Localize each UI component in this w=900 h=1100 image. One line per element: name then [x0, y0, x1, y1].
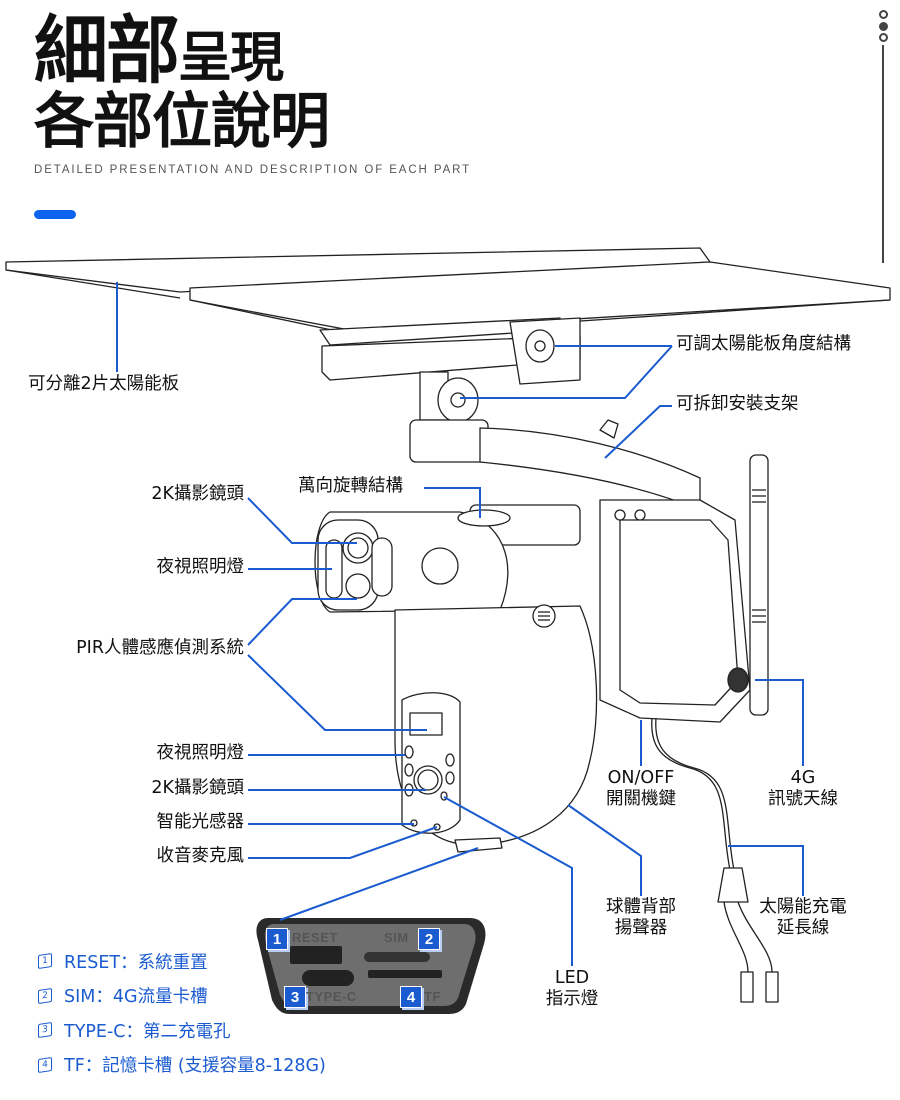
port-label-reset: RESET	[292, 930, 338, 945]
callout-panel-angle-adjust: 可調太陽能板角度結構	[676, 334, 851, 354]
callout-light-sensor: 智能光感器	[156, 812, 245, 832]
page-title-line2: 各部位說明	[34, 87, 330, 157]
bracket-hinge	[409, 371, 489, 463]
port-item-typec: 3 TYPE-C：第二充電孔	[38, 1013, 326, 1048]
panel-mount-rails	[319, 317, 581, 385]
page-indicator	[876, 10, 890, 263]
line-led	[443, 796, 573, 966]
page-title-line1: 細部呈現	[34, 14, 284, 89]
line-gimbal	[424, 487, 481, 518]
line-speaker	[567, 804, 642, 896]
battery-box	[599, 499, 751, 723]
callout-lines	[116, 282, 804, 966]
callout-antenna-line1: 4G	[790, 768, 816, 788]
line-top-lens	[247, 497, 357, 544]
port-num-badge-4: 4	[400, 986, 422, 1008]
callout-led: LED 指示燈	[532, 968, 612, 1010]
line-solar-cable	[728, 845, 804, 896]
port-item-tf: 4 TF：記憶卡槽 (支援容量8-128G)	[38, 1048, 326, 1083]
callout-solar-cable: 太陽能充電 延長線	[748, 897, 858, 939]
port-label-sim: SIM	[384, 930, 409, 945]
callout-power-switch: ON/OFF 開關機鍵	[596, 768, 686, 810]
number-cube-icon: 2	[38, 987, 52, 1004]
callout-top-night-light: 夜視照明燈	[156, 557, 245, 577]
callout-solar-cable-line1: 太陽能充電	[759, 897, 847, 917]
port-description-list: 1 RESET：系統重置 2 SIM：4G流量卡槽 3 TYPE-C：第二充電孔…	[38, 944, 326, 1082]
number-cube-icon: 1	[38, 953, 52, 970]
callout-microphone: 收音麥克風	[156, 846, 245, 866]
line-microphone	[248, 826, 438, 859]
title-rest-part: 呈現	[178, 26, 284, 89]
callout-power-switch-line2: 開關機鍵	[606, 789, 676, 809]
line-bracket-hinge	[460, 345, 673, 399]
port-item-text: TF：記憶卡槽 (支援容量8-128G)	[64, 1056, 326, 1077]
port-num-badge-3: 3	[284, 986, 306, 1008]
line-detachable-bracket	[604, 405, 672, 459]
port-item-reset: 1 RESET：系統重置	[38, 944, 326, 979]
port-label-typec: TYPE-C	[306, 989, 357, 1004]
title-bold-part: 細部	[34, 8, 180, 94]
dome-lens-face	[401, 692, 503, 853]
solar-extension-cable	[651, 717, 779, 1003]
pager-vertical-line	[882, 44, 884, 263]
number-cube-icon: 3	[38, 1022, 52, 1039]
callout-led-line2: 指示燈	[545, 989, 599, 1009]
port-num-badge-2: 2	[418, 928, 440, 950]
line-port-panel	[279, 847, 479, 921]
callout-pir-system: PIR人體感應偵測系統	[76, 638, 244, 658]
line-pir	[247, 598, 357, 646]
top-bullet-camera	[314, 509, 511, 613]
port-item-text: RESET：系統重置	[64, 952, 208, 973]
callout-antenna: 4G 訊號天線	[756, 768, 850, 810]
port-panel: 1 RESET SIM 2 3 TYPE-C 4 TF	[258, 914, 480, 1014]
callout-speaker-line2: 揚聲器	[614, 918, 668, 938]
port-item-text: SIM：4G流量卡槽	[64, 987, 208, 1008]
callout-top-lens: 2K攝影鏡頭	[151, 484, 244, 504]
callout-speaker: 球體背部 揚聲器	[596, 897, 686, 939]
port-item-sim: 2 SIM：4G流量卡槽	[38, 979, 326, 1014]
page-subtitle: DETAILED PRESENTATION AND DESCRIPTION OF…	[34, 164, 472, 176]
page-dot-3[interactable]	[878, 33, 888, 42]
page-dot-2-active[interactable]	[878, 21, 888, 31]
page-dot-1[interactable]	[878, 10, 888, 19]
number-cube-icon: 4	[38, 1056, 52, 1073]
antenna	[727, 454, 769, 716]
callout-solar-cable-line2: 延長線	[776, 918, 830, 938]
port-label-tf: TF	[424, 989, 441, 1004]
callout-bottom-lens: 2K攝影鏡頭	[151, 778, 244, 798]
callout-solar-panel-split: 可分離2片太陽能板	[28, 374, 180, 394]
port-item-text: TYPE-C：第二充電孔	[64, 1021, 231, 1042]
solar-panel-right	[189, 261, 891, 337]
callout-detachable-bracket: 可拆卸安裝支架	[676, 394, 799, 414]
callout-gimbal-rotation: 萬向旋轉結構	[298, 476, 403, 496]
callout-speaker-line1: 球體背部	[606, 897, 676, 917]
callout-led-line1: LED	[554, 968, 590, 988]
port-num-badge-1: 1	[266, 928, 288, 950]
accent-bar	[34, 210, 76, 219]
callout-power-switch-line1: ON/OFF	[607, 768, 675, 788]
line-antenna	[755, 679, 804, 766]
callout-bottom-night-light: 夜視照明燈	[156, 743, 245, 763]
line-pir-to-window	[247, 654, 427, 731]
callout-antenna-line2: 訊號天線	[768, 789, 838, 809]
